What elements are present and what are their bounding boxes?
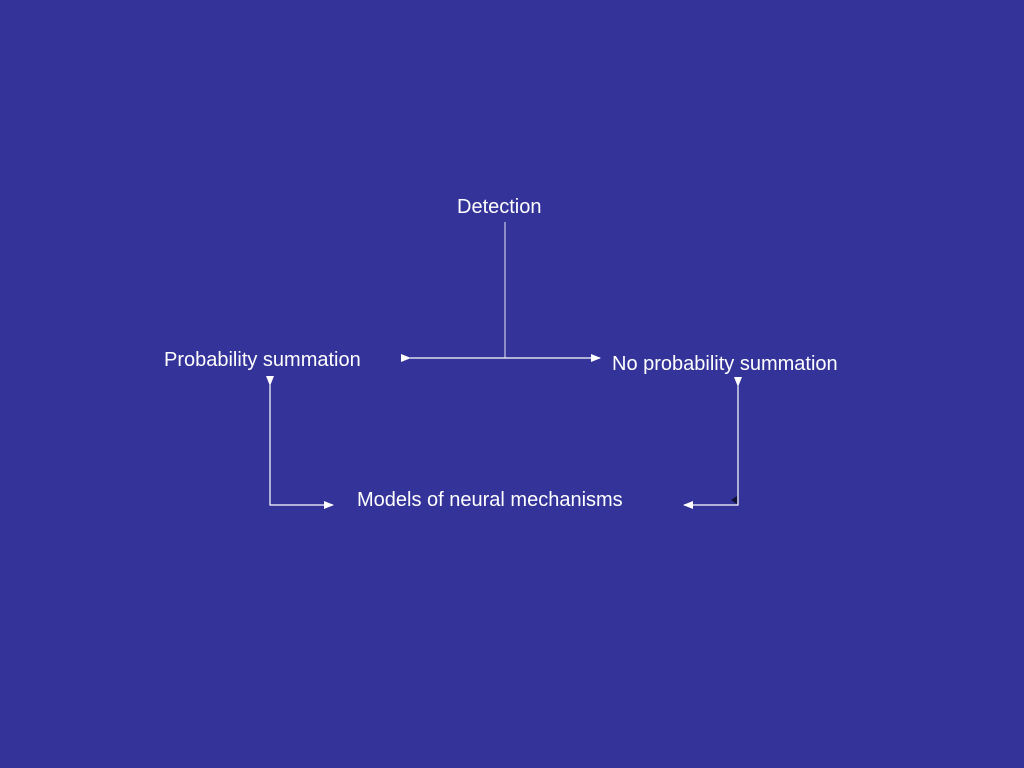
corner-notch-mark	[731, 496, 737, 504]
node-detection: Detection	[457, 196, 542, 218]
right-elbow-arrow	[683, 377, 742, 509]
node-probability-summation: Probability summation	[164, 349, 361, 371]
node-models-of-neural-mechanisms: Models of neural mechanisms	[357, 489, 623, 511]
left-elbow-arrow	[266, 376, 334, 509]
node-no-probability-summation: No probability summation	[612, 353, 838, 375]
